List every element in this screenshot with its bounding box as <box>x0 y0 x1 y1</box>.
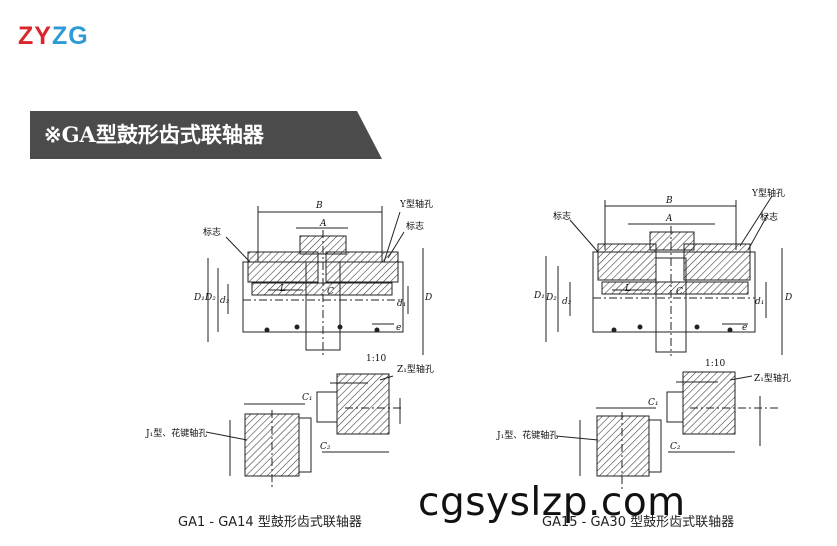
fig1-label-D: D <box>424 293 432 303</box>
fig2-label-C1: C₁ <box>648 398 659 408</box>
logo-part-a: ZY <box>18 22 52 50</box>
fig1-label-L: L <box>279 284 286 294</box>
fig1-label-e: e <box>396 323 401 333</box>
figure-1-labels: B A Y型轴孔 标志 标志 D₁ D₂ d₂ d₁ D L C e 1:10 … <box>145 198 434 452</box>
fig2-label-D: D <box>784 293 792 303</box>
figure-2-drawing <box>545 195 783 490</box>
fig2-label-C: C <box>676 287 683 297</box>
fig2-label-j1-hole: J₁型、花键轴孔 <box>496 429 558 441</box>
fig2-sleeve-right <box>683 243 751 281</box>
fig1-hub-band <box>251 282 393 296</box>
fig2-label-mark-right: 标志 <box>760 211 778 223</box>
figure-1-caption: GA1 - GA14 型鼓形齿式联轴器 <box>178 515 362 530</box>
title-banner <box>30 111 382 159</box>
fig2-center-flange <box>655 257 687 353</box>
fig2-outline <box>592 251 756 333</box>
fig2-label-L: L <box>624 284 631 294</box>
fig2-top-bolt <box>649 231 695 251</box>
figure-1-drawing <box>205 206 424 490</box>
figure-2-labels: B A Y型轴孔 标志 标志 D₁ D₂ d₂ d₁ D L C e 1:10 … <box>496 187 792 452</box>
fig1-label-D2: D₂ <box>204 293 216 303</box>
logo-part-b: ZG <box>51 22 89 50</box>
banner-title: ※GA型鼓形齿式联轴器 <box>44 122 264 147</box>
fig1-label-y-hole: Y型轴孔 <box>399 198 433 210</box>
fig2-sleeve-left <box>597 243 657 281</box>
fig2-label-d2: d₂ <box>562 297 572 307</box>
fig1-label-mark-right: 标志 <box>406 220 424 232</box>
figure-2-caption: GA15 - GA30 型鼓形齿式联轴器 <box>542 515 735 530</box>
fig1-label-z1-hole: Z₁型轴孔 <box>397 363 434 375</box>
watermark-text: cgsyslzp.com <box>418 480 686 525</box>
fig2-label-y-hole: Y型轴孔 <box>751 187 785 199</box>
fig1-z1-section <box>336 373 390 435</box>
fig2-label-A: A <box>665 214 673 224</box>
fig1-label-mark-left: 标志 <box>203 226 221 238</box>
fig1-label-B: B <box>315 201 323 211</box>
fig2-label-d1: d₁ <box>755 297 764 307</box>
fig1-label-C1: C₁ <box>302 393 313 403</box>
fig2-label-C2: C₂ <box>670 442 681 452</box>
fig1-label-C: C <box>327 287 334 297</box>
fig2-label-z1-hole: Z₁型轴孔 <box>754 372 791 384</box>
fig1-label-C2: C₂ <box>320 442 331 452</box>
fig2-label-D1: D₁ <box>533 291 545 301</box>
fig1-sleeve-right <box>325 251 399 283</box>
fig1-label-A: A <box>319 219 327 229</box>
fig2-label-D2: D₂ <box>545 293 557 303</box>
fig1-label-d2: d₂ <box>220 296 230 306</box>
fig2-label-mark-left: 标志 <box>553 210 571 222</box>
fig1-label-taper: 1:10 <box>366 354 386 364</box>
fig2-z1-section <box>682 371 736 435</box>
fig2-j1-section <box>596 415 650 477</box>
fig1-label-D1: D₁ <box>193 293 205 303</box>
fig2-label-taper: 1:10 <box>705 359 725 369</box>
fig1-label-j1-hole: J₁型、花键轴孔 <box>145 427 207 439</box>
fig2-hub-band <box>601 281 749 295</box>
fig1-label-d1: d₁ <box>397 299 406 309</box>
fig2-label-e: e <box>742 323 747 333</box>
zyzg-logo: ZYZG <box>18 22 89 51</box>
fig2-label-B: B <box>665 196 673 206</box>
